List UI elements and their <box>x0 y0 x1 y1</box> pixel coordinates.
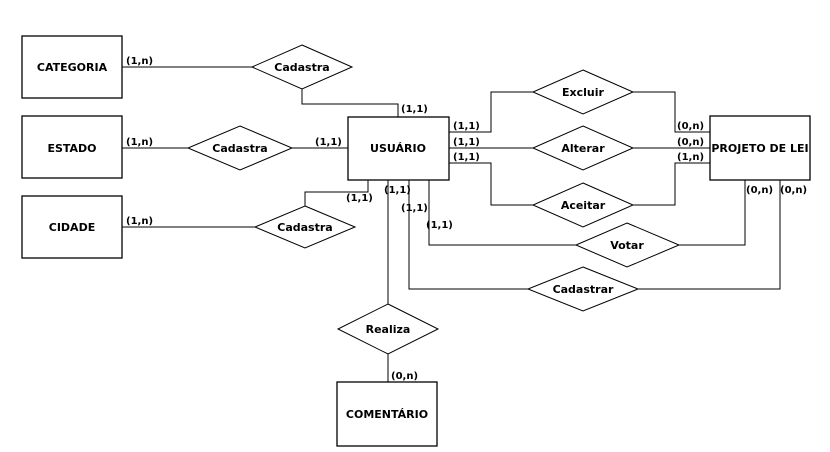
entity-estado[interactable]: ESTADO <box>21 115 123 179</box>
relationship-excluir[interactable]: Excluir <box>531 69 635 115</box>
card-usuario-categoria: (1,1) <box>401 104 428 115</box>
card-estado: (1,n) <box>126 137 153 148</box>
relationship-realiza-label: Realiza <box>366 323 411 336</box>
line-aceitar-projeto <box>633 162 710 206</box>
card-usuario-excluir: (1,1) <box>453 121 480 132</box>
relationship-cadastra-categoria[interactable]: Cadastra <box>250 44 354 90</box>
relationship-votar-label: Votar <box>610 239 644 252</box>
relationship-realiza[interactable]: Realiza <box>336 303 440 355</box>
card-usuario-aceitar: (1,1) <box>453 152 480 163</box>
line-cadastrar-projeto <box>638 180 781 290</box>
card-projeto-votar: (0,n) <box>746 185 773 196</box>
line-usuario-votar <box>428 180 576 246</box>
cardinalities: (1,n) (1,1) (1,n) (1,1) (1,n) (1,1) (1,1… <box>126 56 807 382</box>
entity-categoria[interactable]: CATEGORIA <box>21 35 123 99</box>
relationship-aceitar-label: Aceitar <box>561 199 606 212</box>
entity-usuario-label: USUÁRIO <box>370 142 426 155</box>
line-usuario-aceitar <box>449 162 533 206</box>
relationship-cadastrar[interactable]: Cadastrar <box>526 266 640 312</box>
relationship-cadastra-cidade[interactable]: Cadastra <box>253 205 357 249</box>
relationship-cadastra-estado-label: Cadastra <box>212 142 267 155</box>
relationship-cadastra-cidade-label: Cadastra <box>277 221 332 234</box>
line-cadastra-usuario-bottom-left <box>304 180 369 206</box>
card-usuario-cadastrar: (1,1) <box>401 203 428 214</box>
card-projeto-alterar: (0,n) <box>677 137 704 148</box>
entity-projeto-de-lei[interactable]: PROJETO DE LEI <box>709 115 811 181</box>
entity-usuario[interactable]: USUÁRIO <box>347 116 450 181</box>
line-cadastra-usuario-top <box>301 89 399 117</box>
relationship-aceitar[interactable]: Aceitar <box>531 182 635 228</box>
entity-comentario[interactable]: COMENTÁRIO <box>336 381 438 447</box>
card-projeto-excluir: (0,n) <box>677 121 704 132</box>
line-excluir-projeto <box>633 91 710 133</box>
card-projeto-aceitar: (1,n) <box>677 152 704 163</box>
entity-projeto-de-lei-label: PROJETO DE LEI <box>711 142 808 155</box>
line-votar-projeto <box>679 180 746 246</box>
line-usuario-cadastrar <box>408 180 528 290</box>
card-categoria: (1,n) <box>126 56 153 67</box>
card-usuario-estado: (1,1) <box>315 137 342 148</box>
entity-comentario-label: COMENTÁRIO <box>346 408 428 421</box>
card-usuario-votar: (1,1) <box>426 220 453 231</box>
relationship-alterar[interactable]: Alterar <box>531 125 635 171</box>
card-comentario: (0,n) <box>391 371 418 382</box>
entity-categoria-label: CATEGORIA <box>37 61 108 74</box>
relationship-alterar-label: Alterar <box>561 142 605 155</box>
card-projeto-cadastrar: (0,n) <box>780 185 807 196</box>
relationship-cadastra-categoria-label: Cadastra <box>274 61 329 74</box>
card-cidade: (1,n) <box>126 216 153 227</box>
relationship-cadastra-estado[interactable]: Cadastra <box>186 125 294 171</box>
entity-cidade[interactable]: CIDADE <box>21 195 123 259</box>
entity-cidade-label: CIDADE <box>49 221 95 234</box>
line-usuario-excluir <box>449 91 533 133</box>
connectors <box>122 66 781 382</box>
card-usuario-alterar: (1,1) <box>453 137 480 148</box>
entity-estado-label: ESTADO <box>47 142 96 155</box>
relationship-votar[interactable]: Votar <box>574 222 681 268</box>
relationship-cadastrar-label: Cadastrar <box>553 283 614 296</box>
relationship-excluir-label: Excluir <box>562 86 605 99</box>
card-usuario-cidade: (1,1) <box>346 193 373 204</box>
card-usuario-realiza: (1,1) <box>384 185 411 196</box>
